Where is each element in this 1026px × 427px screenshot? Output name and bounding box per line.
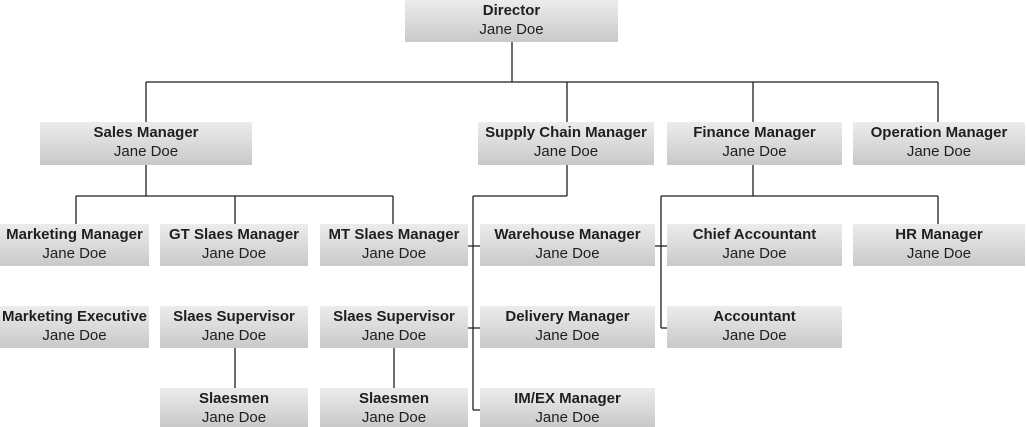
node-name: Jane Doe xyxy=(722,327,787,344)
node-name: Jane Doe xyxy=(201,245,267,262)
node-title: Operation Manager xyxy=(870,124,1008,141)
node-title: Director xyxy=(482,2,541,19)
node-director: Director Jane Doe xyxy=(405,0,618,42)
node-title: Slaesmen xyxy=(198,390,270,407)
node-gt-sales-manager: GT Slaes Manager Jane Doe xyxy=(160,224,308,266)
node-marketing-manager: Marketing Manager Jane Doe xyxy=(0,224,149,266)
node-warehouse-manager: Warehouse Manager Jane Doe xyxy=(480,224,655,266)
node-title: Warehouse Manager xyxy=(494,226,641,243)
node-gt-salesmen: Slaesmen Jane Doe xyxy=(160,388,308,427)
node-name: Jane Doe xyxy=(535,327,600,344)
node-accountant: Accountant Jane Doe xyxy=(667,306,842,348)
node-finance-manager: Finance Manager Jane Doe xyxy=(667,122,842,165)
node-name: Jane Doe xyxy=(533,143,599,160)
node-mt-sales-supervisor: Slaes Supervisor Jane Doe xyxy=(320,306,468,348)
node-title: Marketing Manager xyxy=(6,226,143,243)
node-name: Jane Doe xyxy=(722,245,787,262)
node-name: Jane Doe xyxy=(535,409,600,426)
node-name: Jane Doe xyxy=(201,409,267,426)
node-supply-chain-manager: Supply Chain Manager Jane Doe xyxy=(478,122,654,165)
node-hr-manager: HR Manager Jane Doe xyxy=(853,224,1025,266)
node-title: HR Manager xyxy=(895,226,983,243)
node-title: Chief Accountant xyxy=(692,226,817,243)
node-name: Jane Doe xyxy=(906,143,972,160)
node-title: Slaes Supervisor xyxy=(173,308,295,325)
node-operation-manager: Operation Manager Jane Doe xyxy=(853,122,1025,165)
node-name: Jane Doe xyxy=(722,143,787,160)
node-title: Supply Chain Manager xyxy=(485,124,647,141)
node-title: Slaes Supervisor xyxy=(333,308,455,325)
node-name: Jane Doe xyxy=(479,21,544,38)
node-mt-sales-manager: MT Slaes Manager Jane Doe xyxy=(320,224,468,266)
node-title: Finance Manager xyxy=(693,124,816,141)
node-imex-manager: IM/EX Manager Jane Doe xyxy=(480,388,655,427)
node-title: GT Slaes Manager xyxy=(168,226,300,243)
node-name: Jane Doe xyxy=(906,245,972,262)
node-name: Jane Doe xyxy=(361,409,427,426)
node-title: Slaesmen xyxy=(358,390,430,407)
node-title: Delivery Manager xyxy=(505,308,630,325)
node-name: Jane Doe xyxy=(535,245,600,262)
node-title: Sales Manager xyxy=(93,124,199,141)
node-name: Jane Doe xyxy=(361,245,427,262)
node-mt-salesmen: Slaesmen Jane Doe xyxy=(320,388,468,427)
node-chief-accountant: Chief Accountant Jane Doe xyxy=(667,224,842,266)
node-name: Jane Doe xyxy=(42,245,107,262)
node-title: IM/EX Manager xyxy=(514,390,621,407)
node-marketing-executive: Marketing Executive Jane Doe xyxy=(0,306,149,348)
node-delivery-manager: Delivery Manager Jane Doe xyxy=(480,306,655,348)
node-title: Marketing Executive xyxy=(1,308,148,325)
node-name: Jane Doe xyxy=(42,327,107,344)
node-name: Jane Doe xyxy=(201,327,267,344)
node-name: Jane Doe xyxy=(361,327,427,344)
node-name: Jane Doe xyxy=(113,143,179,160)
node-title: Accountant xyxy=(713,308,796,325)
node-sales-manager: Sales Manager Jane Doe xyxy=(40,122,252,165)
node-title: MT Slaes Manager xyxy=(328,226,460,243)
node-gt-sales-supervisor: Slaes Supervisor Jane Doe xyxy=(160,306,308,348)
